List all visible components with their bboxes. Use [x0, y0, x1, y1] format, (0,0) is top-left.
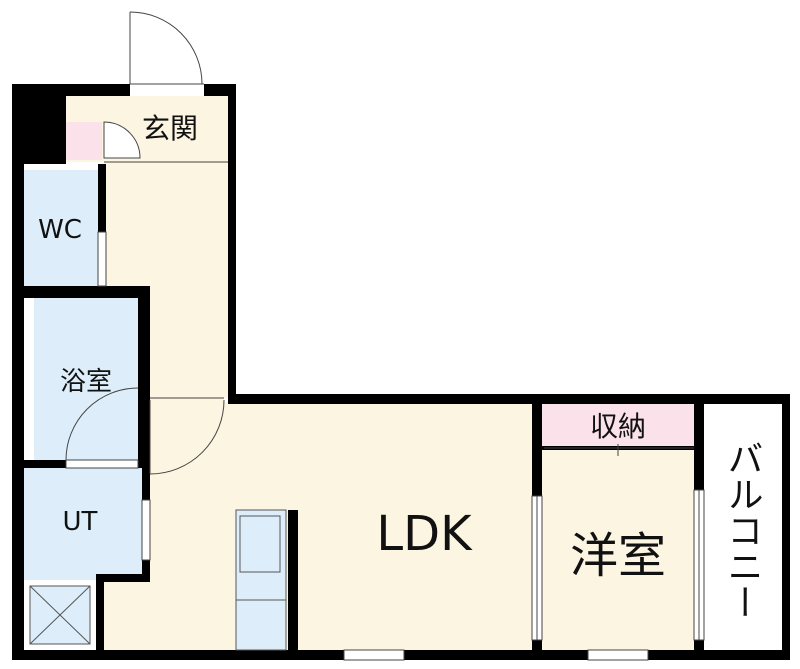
ldk-floor[interactable] [104, 402, 534, 652]
doors [65, 11, 705, 661]
ldk-label: LDK [376, 506, 473, 562]
storage-label: 収納 [590, 410, 646, 443]
wc-floor[interactable] [24, 170, 98, 286]
bathroom-floor[interactable] [34, 298, 138, 460]
western-room-label: 洋室 [570, 528, 666, 584]
wc-label: WC [38, 215, 82, 245]
utility-label: UT [63, 507, 98, 537]
bathroom-label: 浴室 [60, 367, 112, 397]
balcony-floor[interactable] [708, 404, 782, 650]
balcony-label: バルコニー [722, 440, 763, 620]
utility-floor[interactable] [24, 466, 142, 580]
storage-floor[interactable] [542, 404, 694, 446]
entrance-label: 玄関 [142, 112, 198, 145]
western-room-floor[interactable] [540, 448, 696, 652]
washer-space [29, 585, 91, 645]
kitchen-unit [235, 509, 287, 651]
shoe-closet [66, 122, 102, 160]
